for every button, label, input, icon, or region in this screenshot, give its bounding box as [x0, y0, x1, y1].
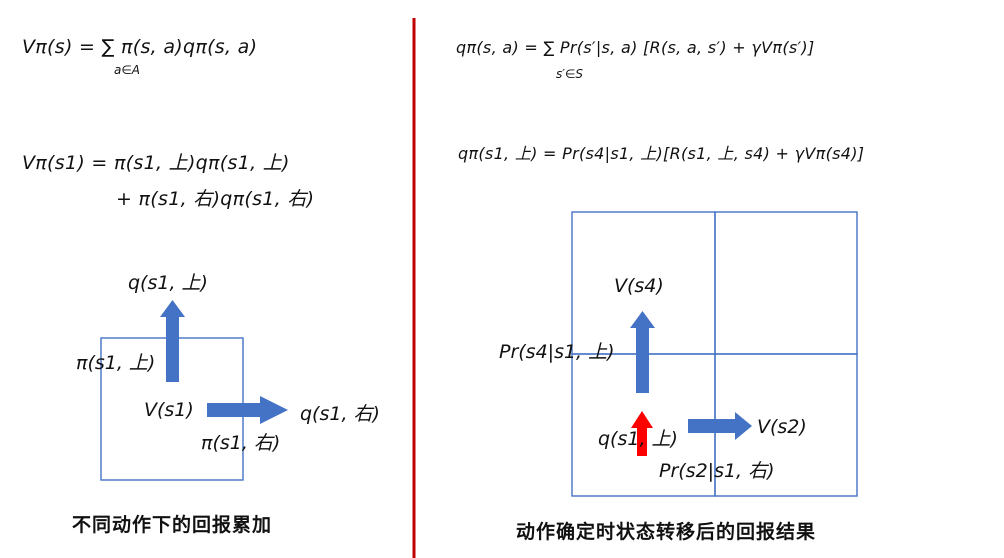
- formula-v-s1-line2: + π(s1, 右)qπ(s1, 右): [116, 188, 315, 210]
- label-pr-s2: Pr(s2|s1, 右): [659, 460, 775, 482]
- label-q-right: q(s1, 右): [300, 403, 380, 425]
- formula-q-general-subscript: s′∈S: [556, 67, 584, 81]
- formula-q-s1-up: qπ(s1, 上) = Pr(s4|s1, 上)[R(s1, 上, s4) + …: [458, 144, 865, 163]
- left-arrow-right: [207, 396, 288, 424]
- right-grid-cell-top-right: [714, 211, 858, 355]
- left-arrow-up: [160, 300, 185, 382]
- label-pi-right: π(s1, 右): [201, 432, 281, 454]
- label-v-s1: V(s1): [144, 399, 194, 421]
- label-v-s4: V(s4): [614, 275, 664, 297]
- formula-v-s1-line1: Vπ(s1) = π(s1, 上)qπ(s1, 上): [22, 152, 290, 174]
- formula-v-general: Vπ(s) = ∑ π(s, a)qπ(s, a): [22, 36, 258, 58]
- right-arrow-up-red: [631, 411, 653, 456]
- label-q-s1-up: q(s1, 上): [598, 428, 678, 450]
- label-pr-s4: Pr(s4|s1, 上): [499, 341, 615, 363]
- formula-v-general-subscript: a∈A: [114, 63, 141, 77]
- label-v-s2: V(s2): [757, 416, 807, 438]
- formula-q-general: qπ(s, a) = ∑ Pr(s′|s, a) [R(s, a, s′) + …: [456, 38, 815, 57]
- label-pi-up: π(s1, 上): [76, 352, 156, 374]
- right-arrow-right: [688, 412, 752, 440]
- caption-left: 不同动作下的回报累加: [72, 514, 273, 536]
- label-q-up: q(s1, 上): [128, 272, 208, 294]
- caption-right: 动作确定时状态转移后的回报结果: [516, 521, 817, 543]
- right-arrow-up-blue: [630, 311, 655, 393]
